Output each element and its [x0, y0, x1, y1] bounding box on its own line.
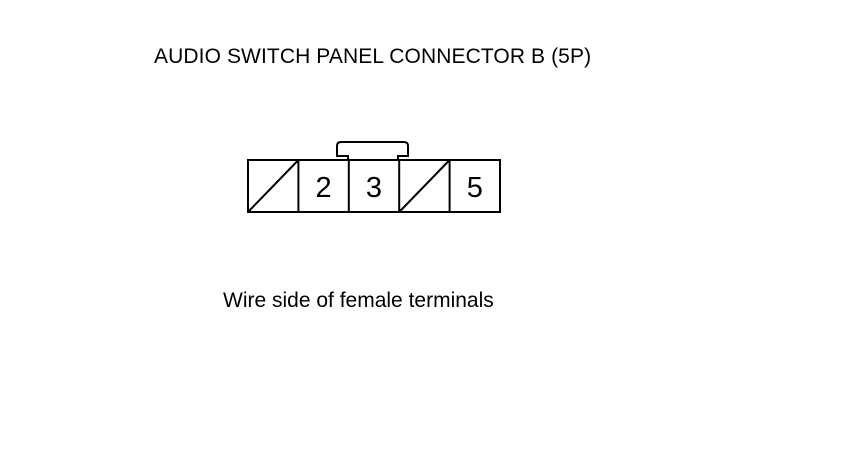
connector-title: AUDIO SWITCH PANEL CONNECTOR B (5P) — [154, 45, 592, 68]
connector-caption: Wire side of female terminals — [223, 289, 494, 312]
empty-cavity-slash-4 — [398, 159, 451, 213]
pin-label-3: 3 — [366, 172, 382, 204]
pin-label-2: 2 — [316, 172, 332, 204]
connector-body — [247, 159, 501, 213]
pin-label-5: 5 — [467, 172, 483, 204]
connector-lock-tab — [336, 141, 409, 160]
empty-cavity-slash-1 — [247, 159, 300, 213]
